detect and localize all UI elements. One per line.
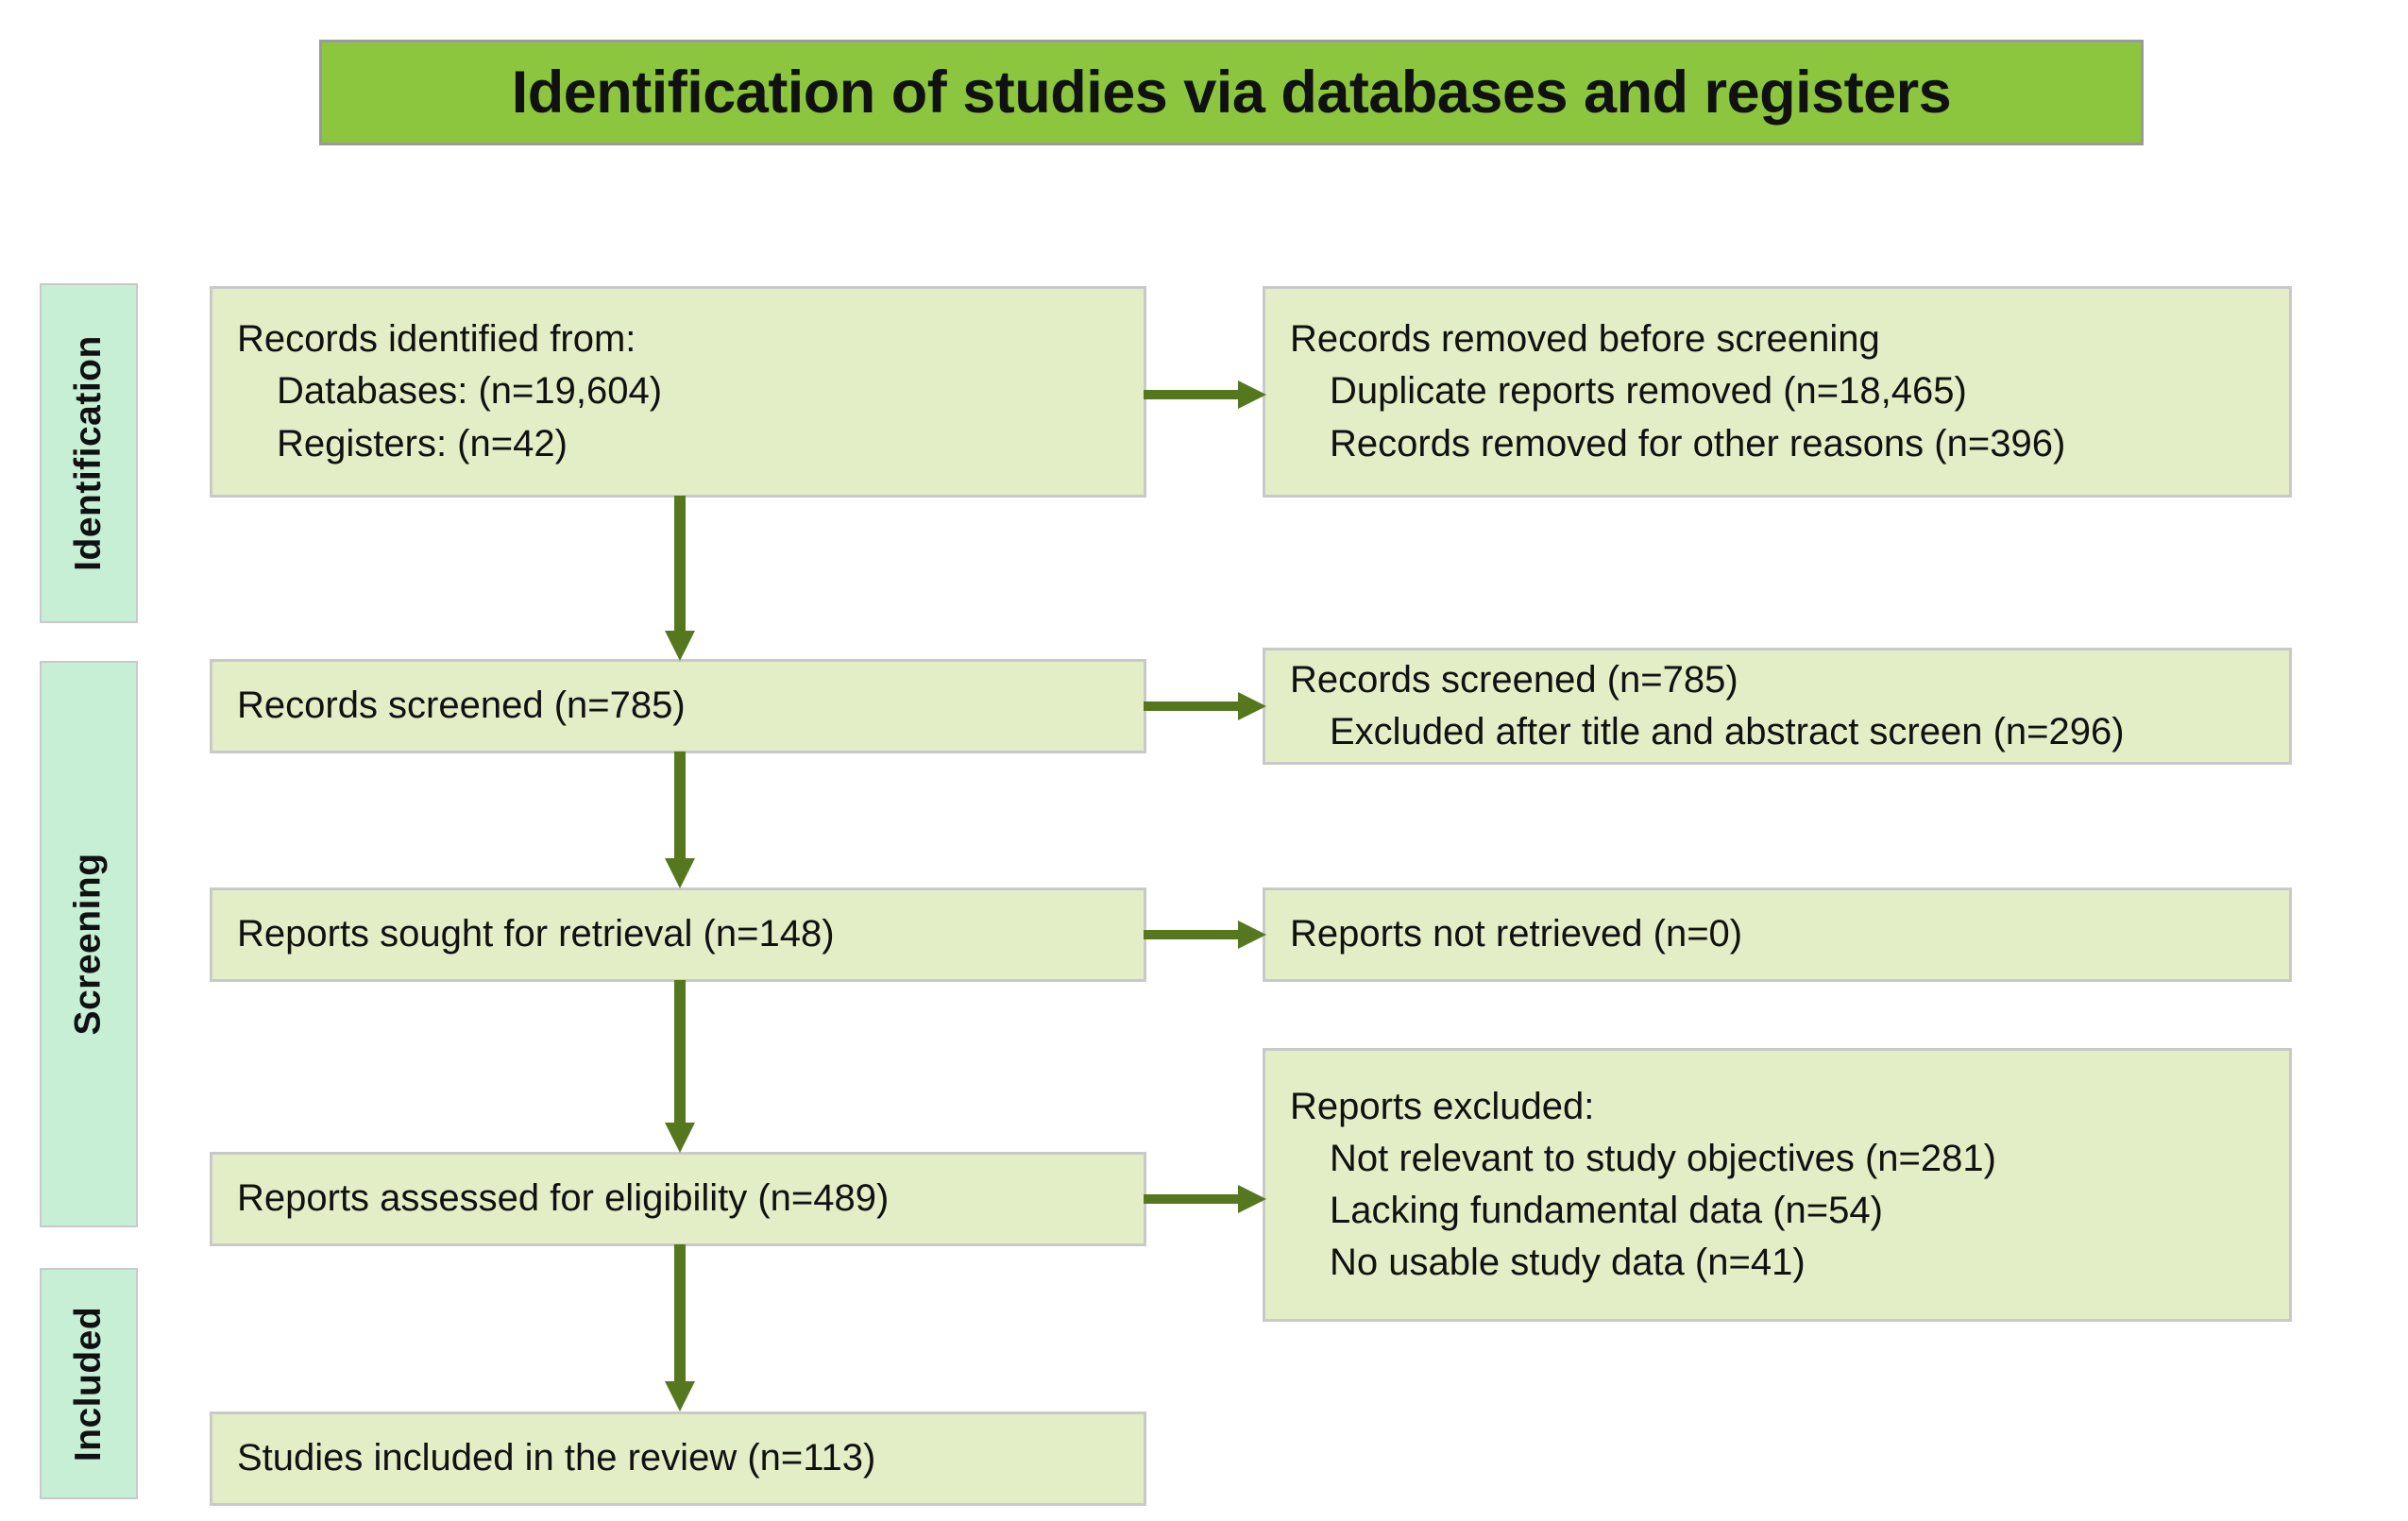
flow-line: Records removed before screening	[1290, 318, 1880, 361]
flow-box-excluded-after-screen: Records screened (n=785) Excluded after …	[1263, 648, 2292, 765]
flow-line: Registers: (n=42)	[277, 422, 568, 465]
flow-line: No usable study data (n=41)	[1330, 1242, 1806, 1284]
stage-label-included: Included	[40, 1268, 138, 1499]
arrow-screened-to-sought	[661, 752, 699, 891]
arrow-sought-to-not-retrieved	[1144, 916, 1268, 954]
flow-line: Reports assessed for eligibility (n=489)	[237, 1177, 890, 1220]
diagram-title-banner: Identification of studies via databases …	[319, 40, 2144, 145]
flow-line: Duplicate reports removed (n=18,465)	[1330, 370, 1967, 413]
flow-box-reports-sought: Reports sought for retrieval (n=148)	[210, 887, 1146, 982]
stage-label-identification-text: Identification	[68, 335, 110, 571]
flow-line: Lacking fundamental data (n=54)	[1330, 1190, 1883, 1231]
flow-box-reports-assessed: Reports assessed for eligibility (n=489)	[210, 1152, 1146, 1246]
flow-line: Excluded after title and abstract screen…	[1330, 711, 2125, 752]
arrow-assessed-to-reports-excluded	[1144, 1180, 1268, 1218]
arrow-identified-to-removed	[1144, 376, 1268, 414]
flow-line: Records screened (n=785)	[237, 684, 686, 727]
flow-box-studies-included: Studies included in the review (n=113)	[210, 1411, 1146, 1506]
flow-box-records-screened: Records screened (n=785)	[210, 659, 1146, 753]
flow-line: Records screened (n=785)	[1290, 658, 1738, 701]
flow-line: Reports excluded:	[1290, 1085, 1595, 1127]
flow-box-reports-excluded: Reports excluded: Not relevant to study …	[1263, 1048, 2292, 1322]
flow-line: Records removed for other reasons (n=396…	[1330, 422, 2066, 465]
flow-line: Databases: (n=19,604)	[277, 370, 663, 413]
flow-line: Not relevant to study objectives (n=281)	[1330, 1137, 1996, 1179]
flow-line: Records identified from:	[237, 318, 636, 361]
flow-line: Reports not retrieved (n=0)	[1290, 913, 1743, 955]
diagram-title-text: Identification of studies via databases …	[511, 59, 1952, 126]
stage-label-identification: Identification	[40, 283, 138, 623]
stage-label-included-text: Included	[68, 1306, 109, 1462]
arrow-assessed-to-included	[661, 1244, 699, 1414]
stage-label-screening: Screening	[40, 661, 138, 1227]
flow-box-reports-not-retrieved: Reports not retrieved (n=0)	[1263, 887, 2292, 982]
arrow-screened-to-excluded	[1144, 687, 1268, 725]
arrow-sought-to-assessed	[661, 980, 699, 1156]
arrow-identified-to-screened	[661, 496, 699, 664]
flow-box-records-removed: Records removed before screening Duplica…	[1263, 286, 2292, 498]
flow-line: Studies included in the review (n=113)	[237, 1437, 876, 1479]
flow-box-records-identified: Records identified from: Databases: (n=1…	[210, 286, 1146, 498]
stage-label-screening-text: Screening	[68, 853, 110, 1036]
flow-line: Reports sought for retrieval (n=148)	[237, 913, 835, 955]
